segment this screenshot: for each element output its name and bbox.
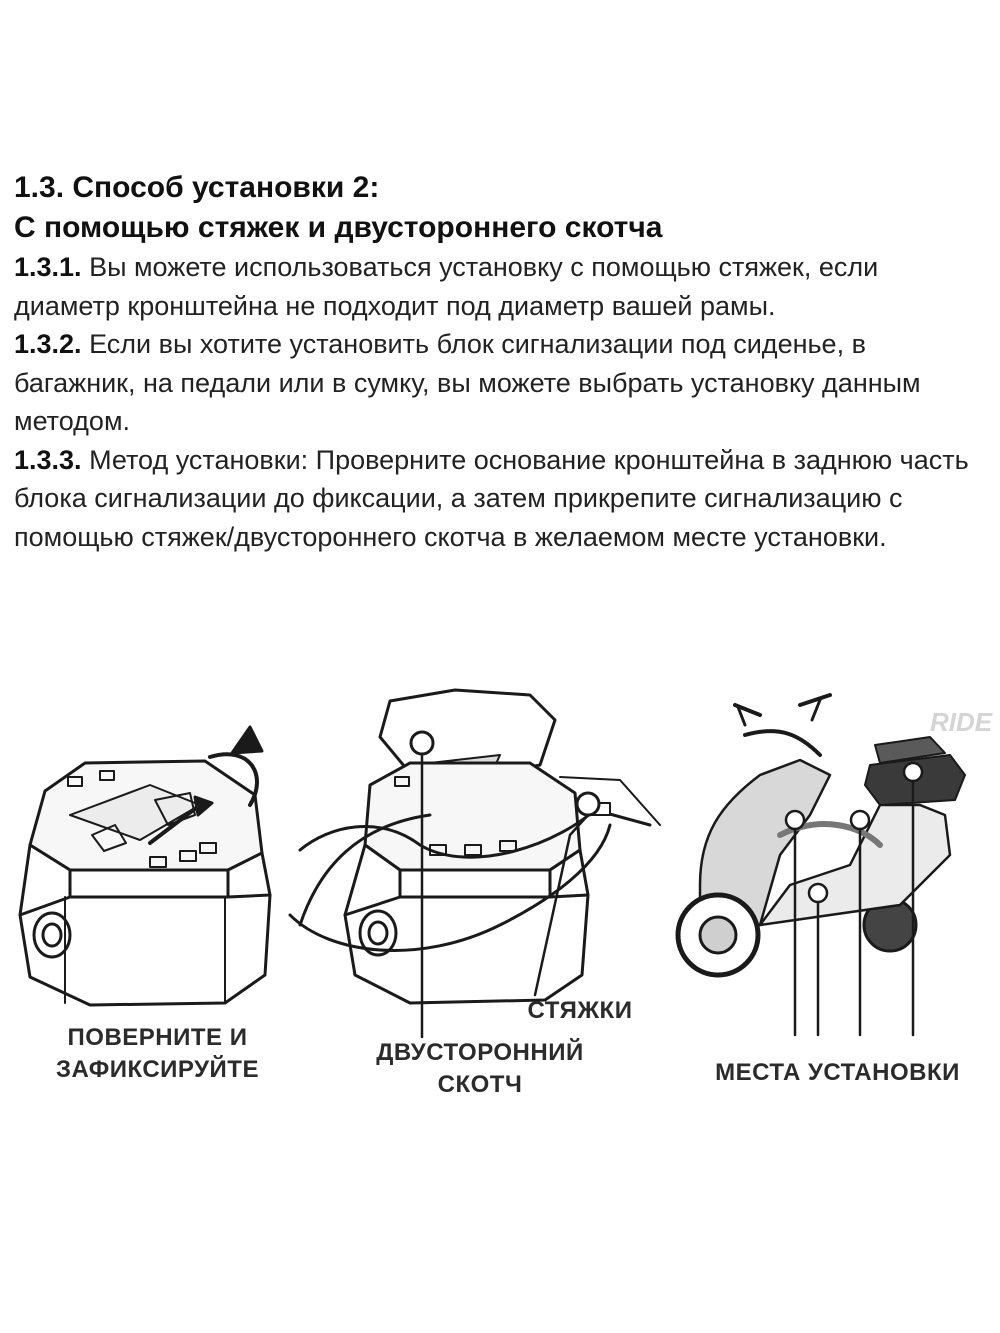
caption-rotate: ПОВЕРНИТЕ И ЗАФИКСИРУЙТЕ [20, 1022, 295, 1086]
caption-rotate-line2: ЗАФИКСИРУЙТЕ [56, 1056, 259, 1083]
caption-tape-line2: СКОТЧ [437, 1071, 523, 1098]
step-1-3-2: 1.3.2. Если вы хотите установить блок си… [14, 325, 989, 441]
step-text: Если вы хотите установить блок сигнализа… [14, 329, 921, 436]
caption-tape: ДВУСТОРОННИЙ СКОТЧ [330, 1037, 630, 1101]
step-number: 1.3.1. [14, 252, 82, 282]
step-1-3-3: 1.3.3. Метод установки: Проверните основ… [14, 441, 989, 557]
installation-illustration: RIDE ПОВЕРНИТЕ И ЗАФИКСИРУЙТЕ СТЯЖКИ ДВУ… [0, 665, 1000, 1115]
instructions-text: 1.3. Способ установки 2: С помощью стяже… [14, 168, 989, 556]
watermark: RIDE [930, 707, 993, 737]
step-number: 1.3.2. [14, 329, 82, 359]
alarm-unit-tape-ties-drawing [288, 688, 661, 1039]
step-number: 1.3.3. [14, 444, 82, 475]
step-1-3-1: 1.3.1. Вы можете использоваться установк… [14, 248, 989, 325]
alarm-unit-rotate-drawing [18, 725, 272, 1007]
caption-ties: СТЯЖКИ [527, 997, 633, 1024]
caption-tape-line1: ДВУСТОРОННИЙ [376, 1039, 584, 1066]
scooter-drawing [675, 693, 966, 1037]
caption-rotate-line1: ПОВЕРНИТЕ И [67, 1024, 248, 1051]
caption-places: МЕСТА УСТАНОВКИ [715, 1059, 960, 1086]
step-text: Вы можете использоваться установку с пом… [14, 252, 879, 321]
section-title-line2: С помощью стяжек и двустороннего скотча [14, 211, 663, 244]
section-title-line1: 1.3. Способ установки 2: [14, 171, 380, 204]
step-text: Метод установки: Проверните основание кр… [14, 444, 969, 552]
illustration-drawing [18, 688, 966, 1039]
